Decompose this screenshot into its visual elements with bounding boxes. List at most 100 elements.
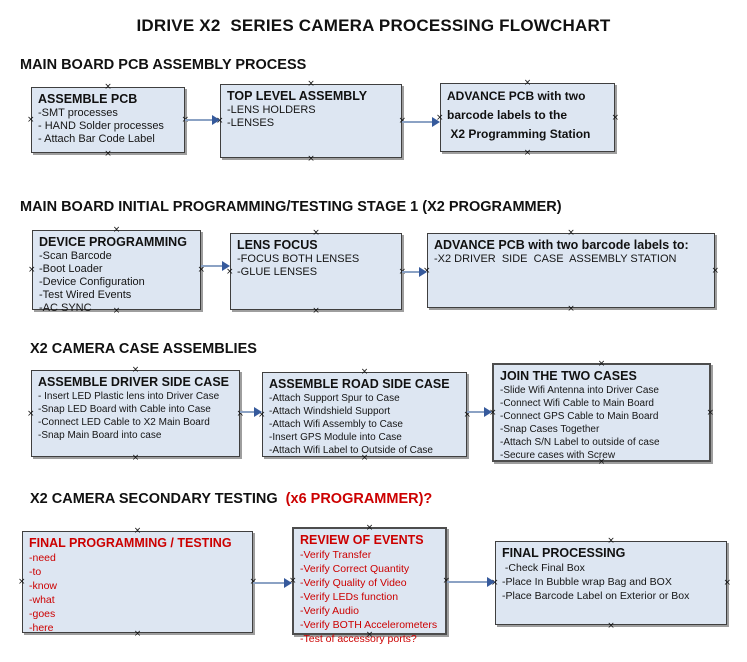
box-item: barcode labels to the bbox=[447, 108, 568, 122]
arrow-line bbox=[402, 271, 420, 273]
box-item: -Check Final Box bbox=[502, 562, 585, 574]
box-item: -Insert GPS Module into Case bbox=[269, 432, 402, 443]
box-item: -Verify BOTH Accelerometers bbox=[300, 619, 438, 631]
section-heading-initial-programming: MAIN BOARD INITIAL PROGRAMMING/TESTING S… bbox=[20, 199, 562, 215]
box-item: -Attach Wifi Assembly to Case bbox=[269, 419, 403, 430]
connector-anchor-icon: × bbox=[131, 453, 140, 463]
box-item: -Secure cases with Screw bbox=[500, 450, 616, 461]
box-title: ASSEMBLE DRIVER SIDE CASE bbox=[38, 375, 230, 389]
box-title: ASSEMBLE ROAD SIDE CASE bbox=[269, 377, 450, 391]
arrowhead-icon bbox=[419, 267, 427, 277]
box-item: X2 Programming Station bbox=[447, 127, 591, 141]
flow-box-advance-pcb-programming-station[interactable]: ADVANCE PCB with two barcode labels to th… bbox=[436, 79, 619, 158]
box-item-list: - Insert LED Plastic lens into Driver Ca… bbox=[38, 390, 235, 442]
box-item: -Test Wired Events bbox=[39, 289, 132, 301]
box-item-list: -X2 DRIVER SIDE CASE ASSEMBLY STATION bbox=[434, 253, 710, 266]
flow-box-join-the-two-cases[interactable]: JOIN THE TWO CASES -Slide Wifi Antenna i… bbox=[489, 359, 714, 467]
box-item: -Device Configuration bbox=[39, 276, 145, 288]
flow-box-advance-pcb-case-assembly[interactable]: ADVANCE PCB with two barcode labels to: … bbox=[423, 229, 719, 314]
box-item: -Snap LED Board with Cable into Case bbox=[38, 404, 211, 415]
box-item-list: -FOCUS BOTH LENSES-GLUE LENSES bbox=[237, 253, 397, 279]
box-title: ADVANCE PCB with two barcode labels to: bbox=[434, 238, 689, 252]
box-item: -LENS HOLDERS bbox=[227, 104, 316, 116]
flow-box-device-programming[interactable]: DEVICE PROGRAMMING -Scan Barcode-Boot Lo… bbox=[28, 226, 205, 316]
box-item: -SMT processes bbox=[38, 107, 118, 119]
arrow-line bbox=[201, 265, 223, 267]
connector-anchor-icon: × bbox=[312, 228, 320, 238]
box-item: -Attach Wifi Label to Outside of Case bbox=[269, 445, 433, 456]
box-item: -Boot Loader bbox=[39, 263, 103, 275]
box-item: -need bbox=[29, 552, 56, 564]
arrowhead-icon bbox=[484, 407, 492, 417]
section-heading-case-assemblies: X2 CAMERA CASE ASSEMBLIES bbox=[30, 341, 257, 357]
box-item: -Attach Support Spur to Case bbox=[269, 393, 400, 404]
box-item: -to bbox=[29, 566, 42, 578]
arrowhead-icon bbox=[487, 577, 495, 587]
box-item: -LENSES bbox=[227, 117, 275, 129]
connector-anchor-icon: × bbox=[597, 359, 606, 369]
connector-anchor-icon: × bbox=[567, 228, 575, 238]
box-item: ADVANCE PCB with two bbox=[447, 89, 586, 103]
connector-anchor-icon: × bbox=[523, 148, 532, 158]
box-item: -X2 DRIVER SIDE CASE ASSEMBLY STATION bbox=[434, 253, 677, 265]
connector-anchor-icon: × bbox=[360, 367, 369, 377]
connector-anchor-icon: × bbox=[18, 577, 26, 587]
connector-anchor-icon: × bbox=[112, 225, 121, 235]
box-item: -Verify Transfer bbox=[300, 549, 372, 561]
section-heading-red-part: (x6 PROGRAMMER)? bbox=[285, 491, 433, 507]
box-item: -Place Barcode Label on Exterior or Box bbox=[502, 590, 690, 602]
connector-anchor-icon: × bbox=[133, 526, 142, 536]
connector-anchor-icon: × bbox=[104, 82, 112, 92]
box-item: -Snap Main Board into case bbox=[38, 430, 162, 441]
box-item: -what bbox=[29, 594, 55, 606]
connector-anchor-icon: × bbox=[312, 306, 320, 316]
box-item-list: -need-to-know-what-goes-here bbox=[29, 551, 248, 635]
arrow-line bbox=[240, 411, 255, 413]
arrow-line bbox=[402, 121, 433, 123]
flow-box-assemble-pcb[interactable]: ASSEMBLE PCB -SMT processes- HAND Solder… bbox=[27, 83, 189, 159]
box-item: -know bbox=[29, 580, 58, 592]
flow-box-top-level-assembly[interactable]: TOP LEVEL ASSEMBLY -LENS HOLDERS-LENSES … bbox=[216, 80, 406, 164]
page-title: IDRIVE X2 SERIES CAMERA PROCESSING FLOWC… bbox=[136, 16, 611, 35]
box-item: -FOCUS BOTH LENSES bbox=[237, 253, 360, 265]
arrowhead-icon bbox=[222, 261, 230, 271]
flow-box-final-programming-testing[interactable]: FINAL PROGRAMMING / TESTING -need-to-kno… bbox=[18, 527, 257, 639]
connector-anchor-icon: × bbox=[706, 407, 714, 418]
box-item: -Verify LEDs function bbox=[300, 591, 399, 603]
arrow-line bbox=[447, 581, 488, 583]
flow-box-lens-focus[interactable]: LENS FOCUS -FOCUS BOTH LENSES-GLUE LENSE… bbox=[226, 229, 406, 316]
flow-box-final-processing[interactable]: FINAL PROCESSING -Check Final Box -Place … bbox=[491, 537, 731, 631]
box-item: -GLUE LENSES bbox=[237, 266, 318, 278]
box-title: FINAL PROCESSING bbox=[502, 546, 626, 560]
section-heading-black-part: X2 CAMERA SECONDARY TESTING bbox=[30, 491, 286, 507]
flow-box-review-of-events[interactable]: REVIEW OF EVENTS -Verify Transfer-Verify… bbox=[289, 524, 450, 646]
flow-box-assemble-road-side-case[interactable]: ASSEMBLE ROAD SIDE CASE -Attach Support … bbox=[258, 368, 471, 463]
box-item-list: -LENS HOLDERS-LENSES bbox=[227, 104, 397, 130]
box-item-list: -Verify Transfer-Verify Correct Quantity… bbox=[300, 548, 441, 646]
box-title: LENS FOCUS bbox=[237, 238, 318, 252]
connector-anchor-icon: × bbox=[611, 112, 619, 123]
box-item: -Verify Quality of Video bbox=[300, 577, 407, 589]
arrow-line bbox=[253, 582, 285, 584]
arrowhead-icon bbox=[254, 407, 262, 417]
connector-anchor-icon: × bbox=[523, 78, 532, 88]
connector-anchor-icon: × bbox=[723, 578, 731, 588]
box-item: -AC SYNC bbox=[39, 302, 92, 314]
section-heading-secondary-testing: X2 CAMERA SECONDARY TESTING (x6 PROGRAMM… bbox=[30, 491, 432, 507]
box-item: - Insert LED Plastic lens into Driver Ca… bbox=[38, 391, 220, 402]
connector-anchor-icon: × bbox=[27, 408, 35, 419]
box-item: -here bbox=[29, 622, 54, 634]
box-item: -Attach Windshield Support bbox=[269, 406, 391, 417]
box-item: -Attach S/N Label to outside of case bbox=[500, 437, 660, 448]
arrow-line bbox=[185, 119, 213, 121]
box-item-list: -Scan Barcode-Boot Loader-Device Configu… bbox=[39, 250, 196, 315]
box-title: DEVICE PROGRAMMING bbox=[39, 235, 187, 249]
flow-box-assemble-driver-side-case[interactable]: ASSEMBLE DRIVER SIDE CASE - Insert LED P… bbox=[27, 366, 244, 463]
connector-anchor-icon: × bbox=[607, 536, 615, 546]
box-item: -Verify Audio bbox=[300, 605, 359, 617]
connector-anchor-icon: × bbox=[27, 115, 35, 125]
box-item: -Test of accessory ports? bbox=[300, 633, 417, 645]
box-title: REVIEW OF EVENTS bbox=[300, 533, 424, 547]
box-item: - HAND Solder processes bbox=[38, 120, 164, 132]
